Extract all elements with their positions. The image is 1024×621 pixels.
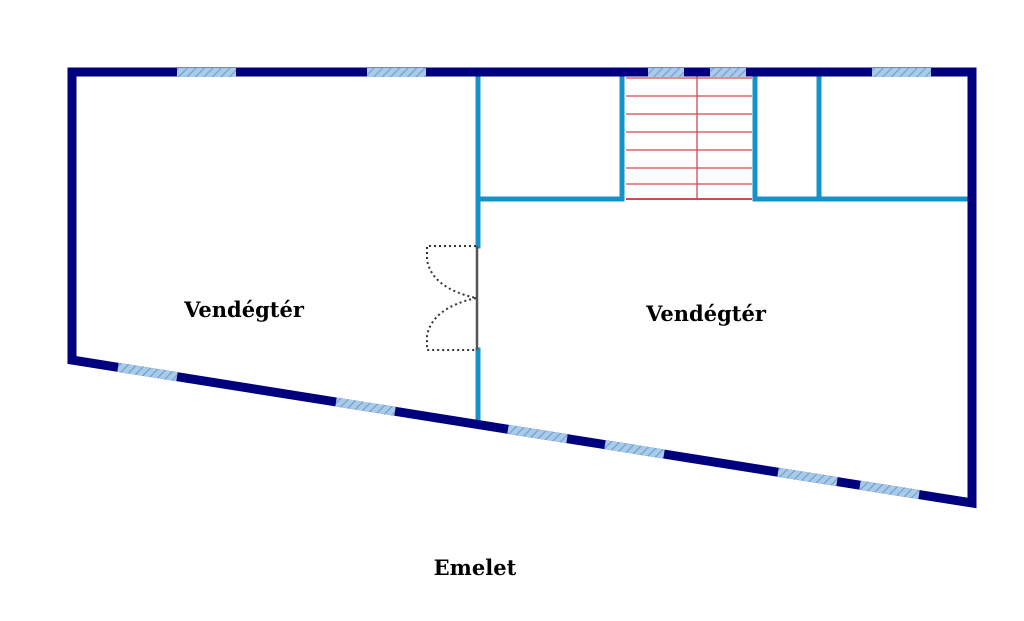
room-label-right: Vendégtér [645, 301, 767, 326]
window-icon [777, 467, 838, 487]
window-icon [604, 440, 665, 459]
window-icon [859, 480, 920, 500]
room-label-left: Vendégtér [183, 297, 305, 322]
windows-bottom [117, 362, 920, 500]
window-icon [648, 68, 684, 77]
floor-label: Emelet [434, 555, 517, 580]
window-icon [335, 397, 396, 416]
double-swing-door-icon [426, 245, 479, 351]
window-icon [507, 424, 568, 444]
window-icon [117, 362, 178, 382]
window-icon [367, 68, 426, 77]
window-icon [872, 68, 931, 77]
windows-top [177, 68, 931, 77]
inner-walls [475, 71, 971, 421]
window-icon [710, 68, 746, 77]
window-icon [177, 68, 236, 77]
outer-wall [67, 67, 977, 509]
stairs-icon [626, 76, 752, 200]
